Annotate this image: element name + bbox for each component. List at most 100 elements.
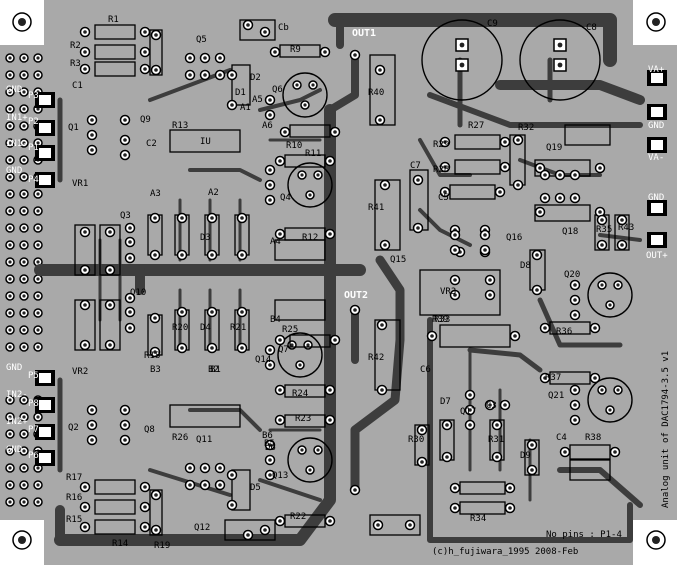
component-label: Q6: [272, 85, 283, 95]
component-label: Q16: [506, 233, 522, 243]
component-label: C5: [438, 193, 449, 203]
component-label: A4: [270, 237, 281, 247]
component-label: C1: [72, 81, 83, 91]
component-outline: [369, 514, 421, 536]
right-connector-pads: [647, 70, 667, 248]
transistor-outline: [277, 332, 323, 378]
component-label: IU: [200, 137, 211, 147]
transistor-outline: [587, 377, 633, 423]
component-label: D4: [200, 323, 211, 333]
component-outline: [449, 184, 496, 200]
component-label: B1: [210, 365, 221, 375]
component-label: Q3: [120, 211, 131, 221]
left-connector-label: GND: [6, 166, 22, 176]
component-outline: [94, 44, 136, 60]
component-label: R24: [292, 389, 308, 399]
out1-label: OUT1: [352, 28, 376, 39]
component-label: R16: [66, 493, 82, 503]
component-outline: [169, 129, 241, 153]
component-outline: [419, 269, 501, 316]
component-label: Cb: [278, 23, 289, 33]
component-outline: [231, 469, 251, 511]
left-connector-label: GND: [6, 363, 22, 373]
left-connector-label: IN2+: [6, 417, 28, 427]
component-label: R36: [556, 327, 572, 337]
component-label: R12: [302, 233, 318, 243]
component-label: Q5: [196, 35, 207, 45]
pad-label: P6: [28, 451, 39, 461]
transistor-outline: [587, 272, 633, 318]
right-connector-label: GND: [648, 193, 664, 203]
transistor-outline: [287, 162, 333, 208]
component-label: A2: [208, 188, 219, 198]
copyright-label: (c)h_fujiwara_1995 2008-Feb: [432, 547, 578, 557]
component-label: R35: [596, 225, 612, 235]
component-outline: [439, 324, 511, 348]
component-label: D5: [250, 483, 261, 493]
component-outline: [94, 519, 136, 535]
component-label: R1: [108, 15, 119, 25]
pad-label: P5: [28, 371, 39, 381]
component-label: D7: [440, 397, 451, 407]
component-label: R29: [433, 140, 449, 150]
transistor-outline: [287, 437, 333, 483]
component-outline: [569, 444, 611, 460]
component-label: VR3: [440, 287, 456, 297]
left-connector-label: IN1-: [6, 139, 28, 149]
component-label: C8: [586, 23, 597, 33]
component-label: Q18: [562, 227, 578, 237]
component-label: VR2: [72, 367, 88, 377]
component-label: D1: [235, 88, 246, 98]
component-label: Q4: [280, 193, 291, 203]
component-label: A6: [262, 121, 273, 131]
component-outline: [94, 24, 136, 40]
left-connector-label: IN1+: [6, 113, 28, 123]
component-label: B5: [264, 439, 275, 449]
component-label: R9: [290, 45, 301, 55]
component-label: B3: [150, 365, 161, 375]
component-outline: [94, 61, 136, 77]
component-outline: [274, 239, 326, 261]
component-label: Q17: [460, 407, 476, 417]
component-label: Q19: [546, 143, 562, 153]
left-connector-label: GND: [6, 85, 22, 95]
component-label: R10: [286, 141, 302, 151]
component-outline: [169, 404, 241, 428]
right-connector-label: GND: [648, 121, 664, 131]
component-label: R3: [70, 59, 81, 69]
component-outline: [459, 481, 506, 495]
component-label: Q15: [390, 255, 406, 265]
component-label: Q10: [130, 288, 146, 298]
component-label: R15: [66, 515, 82, 525]
component-label: A3: [150, 189, 161, 199]
component-outline: [459, 501, 506, 515]
component-label: Q8: [144, 425, 155, 435]
component-label: R28: [433, 165, 449, 175]
component-label: R37: [545, 373, 561, 383]
component-outline: [564, 124, 611, 146]
component-label: Q9: [140, 115, 151, 125]
left-connector-label: IN2-: [6, 390, 28, 400]
component-outline: [231, 64, 251, 106]
pads: [79, 19, 628, 541]
component-label: R20: [172, 323, 188, 333]
component-label: R30: [408, 435, 424, 445]
component-labels: R1R2R3R9R10R11R12R13R14R15R16R17R18R19R2…: [28, 15, 634, 551]
component-label: Q20: [564, 270, 580, 280]
left-connector-label: GND: [6, 445, 22, 455]
component-label: C9: [487, 19, 498, 29]
component-label: Q21: [548, 391, 564, 401]
pad-label: P7: [28, 425, 39, 435]
component-outline: [94, 499, 136, 515]
right-connector-label: OUT+: [646, 251, 668, 261]
component-label: Q2: [68, 423, 79, 433]
component-label: R14: [112, 539, 128, 549]
component-label: C7: [410, 161, 421, 171]
component-label: Q11: [196, 435, 212, 445]
left-connector-pads: [35, 92, 55, 466]
component-label: Q13: [272, 471, 288, 481]
component-outline: [224, 519, 276, 541]
component-label: R27: [468, 121, 484, 131]
component-label: R33: [434, 315, 450, 325]
